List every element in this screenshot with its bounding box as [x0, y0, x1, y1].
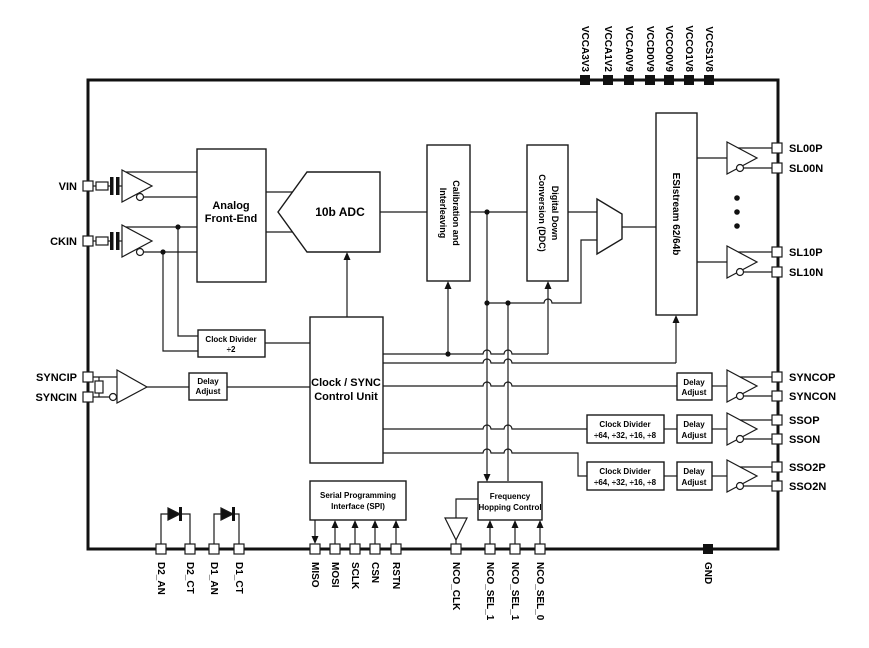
pin-label-mosi: MOSI [329, 562, 340, 588]
pin-label-nco-clk: NCO_CLK [450, 562, 461, 611]
pin-label-d2-an: D2_AN [155, 562, 166, 595]
delay-adjust-sso1-label-2: Adjust [682, 431, 707, 440]
pin-label-syncop: SYNCOP [789, 372, 835, 384]
clock-sync-label-1: Clock / SYNC [311, 377, 381, 389]
adc-label: 10b ADC [315, 205, 365, 219]
delay-adjust-sso1-label-1: Delay [683, 420, 705, 429]
block-clock-divider-2 [197, 329, 266, 358]
pin-label-d1-an: D1_AN [208, 562, 219, 595]
pin-label-vccs1v8: VCCS1V8 [703, 26, 714, 72]
delay-adjust-synco-label-1: Delay [683, 378, 705, 387]
wires [93, 141, 772, 544]
spi-label-2: Interface (SPI) [331, 502, 385, 511]
pin-label-vcco0v9: VCCO0V9 [663, 25, 674, 72]
block-labels: Analog Front-End 10b ADC Calibration and… [196, 173, 707, 512]
spi-label-1: Serial Programming [320, 491, 396, 500]
clock-divider-sso1-label-2: ÷64, ÷32, ÷16, ÷8 [594, 431, 657, 440]
afe-label-2: Front-End [205, 213, 258, 225]
pads [82, 75, 783, 555]
calibration-label-2: Interleaving [438, 188, 448, 239]
pin-label-sl10p: SL10P [789, 247, 823, 259]
pin-label-d2-ct: D2_CT [184, 562, 195, 594]
pin-label-sl00p: SL00P [789, 143, 823, 155]
block-spi [309, 480, 407, 521]
pin-label-nco-sel-1a: NCO_SEL_1 [484, 562, 495, 621]
pin-label-vccd0v9: VCCD0V9 [644, 26, 655, 73]
block-frequency-hopping [477, 481, 543, 521]
block-delay-adjust-synco [676, 372, 713, 401]
block-ddc [526, 144, 569, 282]
clock-divider-sso2-label-2: ÷64, ÷32, ÷16, ÷8 [594, 478, 657, 487]
block-clock-sync-control-unit [309, 316, 384, 464]
block-analog-front-end [196, 148, 267, 283]
pin-label-ckin: CKIN [50, 236, 77, 248]
block-delay-adjust-sync-in [188, 372, 228, 401]
pin-label-vin: VIN [59, 181, 77, 193]
pin-label-miso: MISO [309, 562, 320, 588]
pin-label-vcca1v2: VCCA1V2 [602, 26, 613, 73]
pin-label-sso2p: SSO2P [789, 462, 826, 474]
pin-label-nco-sel-0: NCO_SEL_0 [534, 562, 545, 621]
block-delay-adjust-sso1 [676, 414, 713, 444]
pin-label-vcca0v9: VCCA0V9 [623, 26, 634, 73]
pin-label-gnd: GND [702, 562, 713, 584]
clock-divider-2-label-1: Clock Divider [205, 335, 256, 344]
pin-label-csn: CSN [369, 562, 380, 583]
pin-label-sso2n: SSO2N [789, 481, 826, 493]
pin-label-sl10n: SL10N [789, 267, 823, 279]
mux [596, 197, 623, 256]
block-clock-divider-sso1 [586, 414, 665, 444]
pin-label-nco-sel-1b: NCO_SEL_1 [509, 562, 520, 621]
pin-label-sson: SSON [789, 434, 820, 446]
pin-label-ssop: SSOP [789, 415, 820, 427]
freq-hopping-label-1: Frequency [490, 492, 531, 501]
delay-adjust-synco-label-2: Adjust [682, 388, 707, 397]
freq-hopping-label-2: Hopping Control [478, 503, 541, 512]
pin-label-syncon: SYNCON [789, 391, 836, 403]
delay-adjust-syncin-label-1: Delay [197, 377, 219, 386]
junction-dots [160, 209, 511, 357]
block-delay-adjust-sso2 [676, 461, 713, 491]
bottom-pin-labels: D2_AN D2_CT D1_AN D1_CT MISO MOSI SCLK C… [155, 562, 713, 621]
ddc-label-1: Digital Down [550, 186, 560, 241]
clock-sync-label-2: Control Unit [314, 391, 378, 403]
esistream-label: ESIstream 62/64b [670, 173, 681, 256]
ddc-label-2: Conversion (DDC) [537, 174, 547, 252]
left-pin-labels: VIN CKIN SYNCIP SYNCIN [35, 181, 77, 404]
chip-outline [86, 78, 780, 551]
pin-label-rstn: RSTN [390, 562, 401, 589]
calibration-label-1: Calibration and [451, 180, 461, 246]
pin-label-d1-ct: D1_CT [233, 562, 244, 594]
pin-label-syncin: SYNCIN [35, 392, 77, 404]
clock-divider-2-label-2: ÷2 [227, 345, 236, 354]
afe-label-1: Analog [212, 200, 249, 212]
pin-label-sl00n: SL00N [789, 163, 823, 175]
pin-label-vcco1v8: VCCO1V8 [683, 25, 694, 72]
block-clock-divider-sso2 [586, 461, 665, 491]
block-10b-adc [277, 171, 381, 253]
block-esistream [655, 112, 698, 316]
block-calibration-interleaving [426, 144, 471, 282]
arrowheads [311, 252, 680, 544]
lane-ellipsis [734, 195, 740, 229]
delay-adjust-sso2-label-2: Adjust [682, 478, 707, 487]
clock-divider-sso1-label-1: Clock Divider [599, 420, 650, 429]
pin-label-sclk: SCLK [349, 562, 360, 590]
delay-adjust-sso2-label-1: Delay [683, 467, 705, 476]
right-pin-labels: SL00P SL00N SL10P SL10N SYNCOP SYNCON SS… [789, 143, 836, 493]
pin-label-vcca3v3: VCCA3V3 [579, 26, 590, 73]
top-pin-labels: VCCA3V3 VCCA1V2 VCCA0V9 VCCD0V9 VCCO0V9 … [579, 25, 714, 72]
clock-divider-sso2-label-1: Clock Divider [599, 467, 650, 476]
pin-label-syncip: SYNCIP [36, 372, 77, 384]
delay-adjust-syncin-label-2: Adjust [196, 387, 221, 396]
